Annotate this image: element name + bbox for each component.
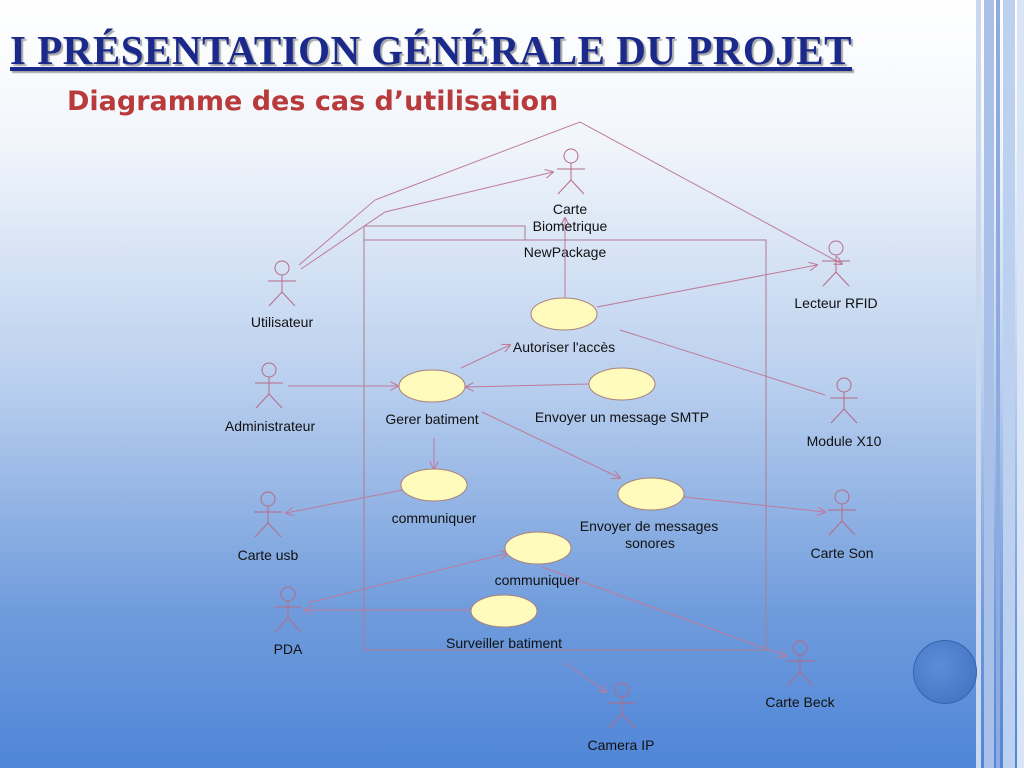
actor-module-x10-label: Module X10 [807,433,882,449]
actor-administrateur [255,362,283,409]
actor-carte-son-label: Carte Son [810,545,873,561]
actor-utilisateur [268,260,296,307]
use-case-communiquer-1-label: communiquer [392,510,477,526]
use-case-communiquer-2-label: communiquer [495,572,580,588]
actor-camera-ip-label: Camera IP [588,737,655,753]
actor-carte-usb [254,491,282,538]
slide-title: I PRÉSENTATION GÉNÉRALE DU PROJET [10,27,852,73]
slide-subtitle: Diagramme des cas d’utilisation [67,86,559,117]
use-case-surveiller-batiment-label: Surveiller batiment [446,635,562,651]
use-case-surveiller-batiment [470,594,538,628]
actor-carte-beck [786,640,814,687]
package-tab [363,225,526,240]
use-case-autoriser-acces [530,297,598,331]
actor-lecteur-rfid [822,240,850,287]
use-case-gerer-batiment [398,369,466,403]
use-case-envoyer-sonores [617,477,685,511]
actor-camera-ip [608,682,636,729]
actor-module-x10 [830,377,858,424]
actor-lecteur-rfid-label: Lecteur RFID [794,295,877,311]
use-case-communiquer-2 [504,531,572,565]
decorative-circle [913,640,977,704]
actor-administrateur-label: Administrateur [225,418,316,434]
decorative-side-bars [976,0,1024,768]
use-case-envoyer-smtp [588,367,656,401]
use-case-envoyer-sonores-label-1: Envoyer de messages [580,518,719,534]
use-case-gerer-batiment-label: Gerer batiment [385,411,478,427]
actor-carte-usb-label: Carte usb [238,547,299,563]
use-case-communiquer-1 [400,468,468,502]
actor-carte-biometrique [557,148,585,195]
actor-pda-label: PDA [274,641,303,657]
actor-carte-son [828,489,856,536]
connectors [286,121,842,692]
use-case-envoyer-sonores-label-2: sonores [625,535,675,551]
actor-pda [274,586,302,633]
use-case-autoriser-acces-label: Autoriser l'accès [513,339,615,355]
actor-utilisateur-label: Utilisateur [251,314,314,330]
actor-carte-biometrique-label-2: Biometrique [533,218,608,234]
actor-carte-biometrique-label-1: Carte [553,201,587,217]
use-case-envoyer-smtp-label: Envoyer un message SMTP [535,409,709,425]
actor-carte-beck-label: Carte Beck [765,694,835,710]
